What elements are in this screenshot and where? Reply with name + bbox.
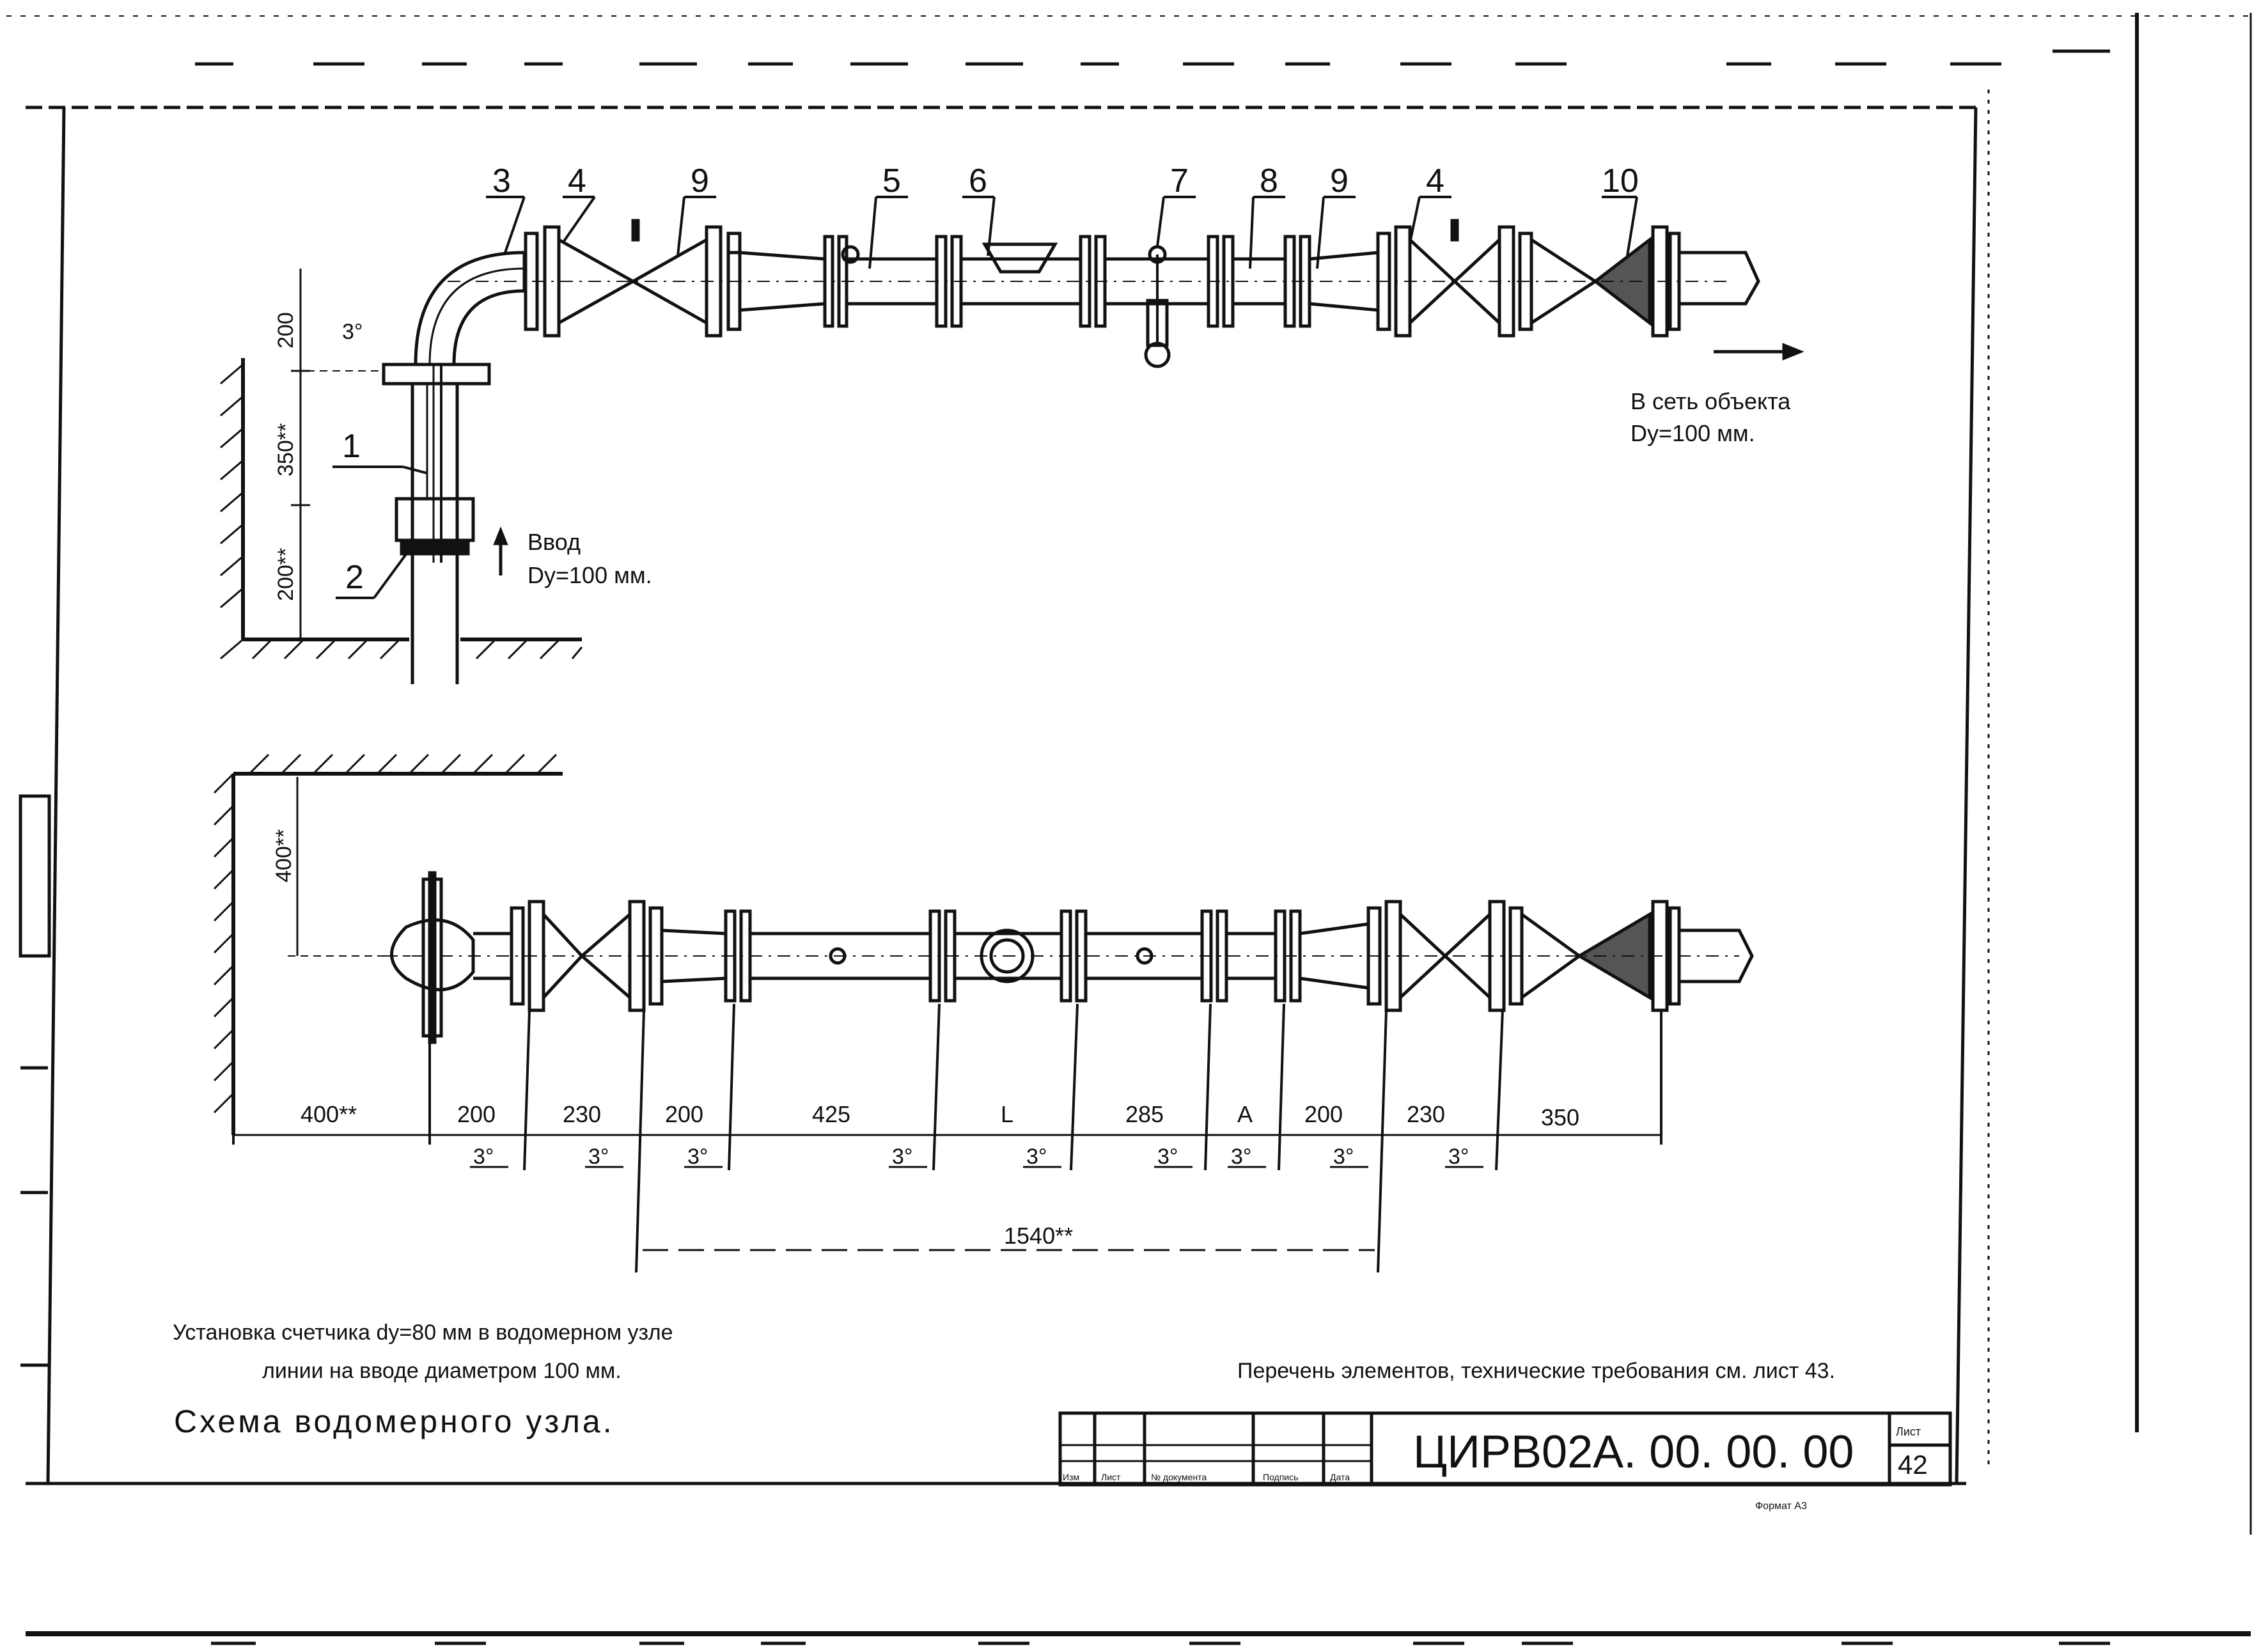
dim-200a: 200 [457,1101,496,1127]
dim-230b: 230 [1407,1101,1445,1127]
dim-A: A [1237,1101,1253,1127]
reference-note: Перечень элементов, технические требован… [1237,1359,1835,1383]
plan-view-labels: 400** 400** 200 230 200 425 L 285 A 200 … [272,829,1579,1249]
callout-leaders [332,196,1638,599]
callout-3: 3 [492,162,511,200]
dim-200b: 200 [665,1101,703,1127]
scan-header-strip [195,49,2110,66]
callout-9b: 9 [1330,162,1349,200]
angle-7: 3° [1231,1145,1252,1169]
sheet-label: Лист [1896,1425,1921,1438]
inlet-label-line1: Ввод [528,529,581,555]
callout-10: 10 [1602,162,1639,200]
dim-200c: 200 [1304,1101,1343,1127]
overall-dim-1540: 1540** [1004,1223,1073,1249]
outlet-label-line2: Dy=100 мм. [1631,420,1755,446]
caption-line1: Установка счетчика dy=80 мм в водомерном… [173,1320,673,1345]
col-date: Дата [1330,1472,1350,1482]
inlet-label-line2: Dy=100 мм. [528,562,652,588]
callout-8: 8 [1260,162,1278,200]
angle-9: 3° [1448,1145,1469,1169]
top-view-labels: В сеть объекта Dy=100 мм. Ввод Dy=100 мм… [274,312,1791,601]
wall-dim-400: 400** [272,829,296,882]
col-sign: Подпись [1263,1472,1298,1482]
angle-6: 3° [1157,1145,1178,1169]
title-block [1058,1411,1952,1487]
riser-dim-200: 200 [274,312,298,348]
sheet-number: 42 [1898,1450,1928,1480]
callout-9: 9 [691,162,709,200]
margin-ticks [20,1066,48,1367]
binding-strip-box [19,794,51,958]
outlet-label-line1: В сеть объекта [1631,388,1791,414]
callout-2: 2 [345,559,364,596]
dim-230a: 230 [563,1101,601,1127]
riser-dim-350: 350** [274,423,298,476]
caption-line2: линии на вводе диаметром 100 мм. [262,1359,622,1383]
angle-3: 3° [687,1145,708,1169]
col-list: Лист [1101,1472,1121,1482]
dim-400: 400** [301,1101,357,1127]
col-doc: № документа [1151,1472,1207,1482]
callout-numbers: 3 4 9 5 6 7 8 9 4 10 1 2 [342,162,1639,596]
col-izm: Изм [1063,1472,1079,1482]
callout-6: 6 [969,162,987,200]
title-block-text: ЦИРВ02А. 00. 00. 00 Лист 42 Изм Лист № д… [1063,1425,1928,1512]
plan-view-pipeline [213,753,1754,1135]
angle-4: 3° [892,1145,913,1169]
dim-285: 285 [1125,1101,1164,1127]
plan-view-dimension-chain [232,1003,1662,1273]
top-view-pipeline [220,219,1804,684]
drawing-title: Схема водомерного узла. [174,1404,614,1439]
sheet-frame [6,13,2252,1636]
dim-L: L [1001,1101,1013,1127]
callout-1: 1 [342,428,361,465]
callout-5: 5 [882,162,901,200]
callout-7: 7 [1170,162,1189,200]
angle-5: 3° [1026,1145,1047,1169]
dim-350: 350 [1541,1104,1579,1131]
angle-2: 3° [588,1145,609,1169]
angle-8: 3° [1333,1145,1354,1169]
document-code: ЦИРВ02А. 00. 00. 00 [1413,1427,1854,1478]
angle-1: 3° [473,1145,494,1169]
riser-angle: 3° [342,320,363,344]
riser-dim-200b: 200** [274,548,298,601]
format-label: Формат А3 [1755,1501,1807,1512]
callout-4b: 4 [1426,162,1444,200]
dim-425: 425 [812,1101,850,1127]
caption-block: Установка счетчика dy=80 мм в водомерном… [173,1320,1835,1439]
callout-4: 4 [568,162,586,200]
